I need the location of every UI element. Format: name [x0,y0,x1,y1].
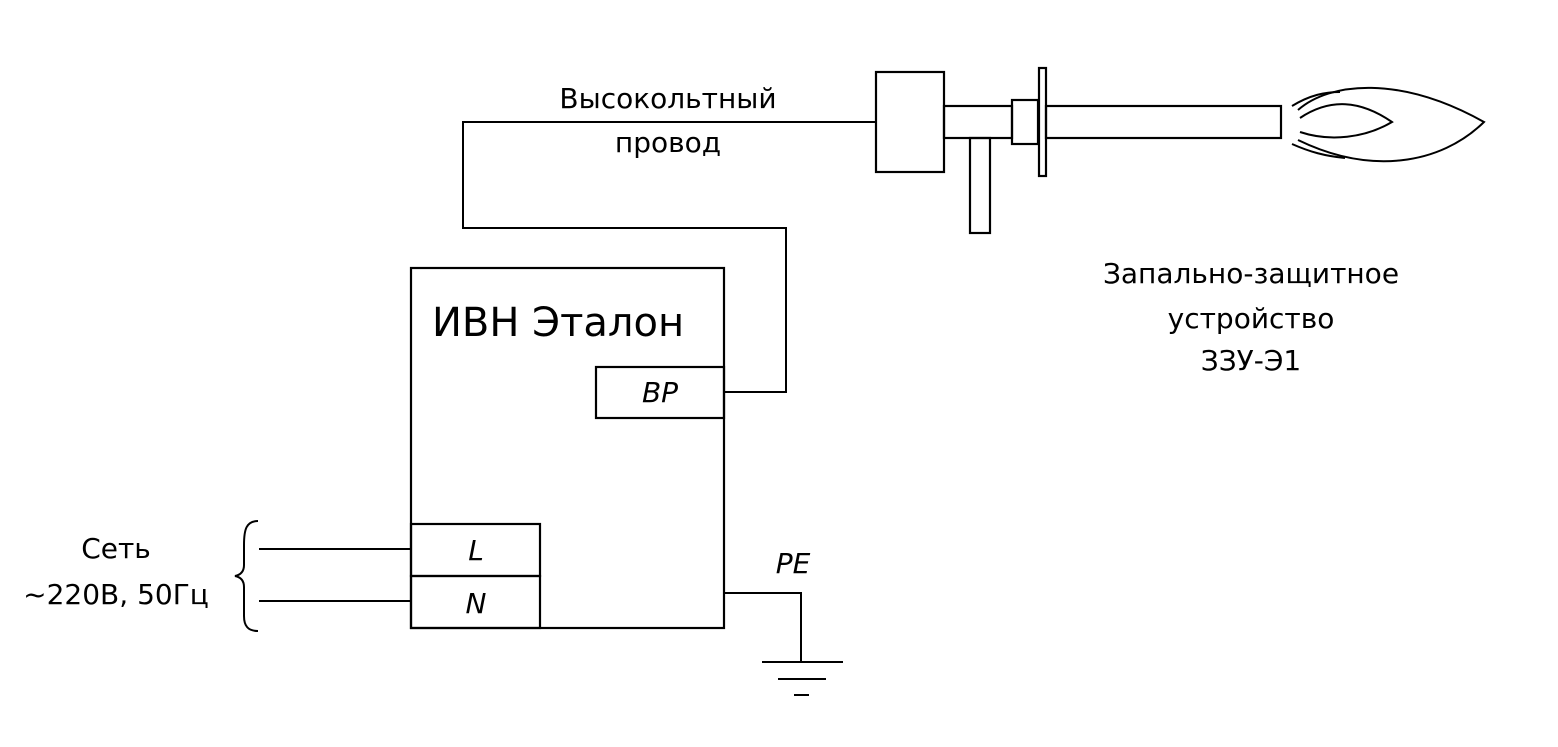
ground-label: PE [776,547,811,580]
igniter-neck [942,104,1014,140]
ground-wire [724,592,802,662]
terminal-bp-label: ВР [642,376,678,409]
mains-label-line2: ~220В, 50Гц [23,578,209,611]
wire-label-line2: провод [615,126,721,159]
igniter-gas-inlet [968,136,992,235]
igniter-connector-box [874,70,946,174]
mains-brace-icon [234,520,259,632]
ignition-device-label-line1: Запально-защитное [1103,257,1399,290]
igniter-tube [1044,104,1283,140]
mains-supply: Сеть ~220В, 50Гц [23,520,411,632]
terminal-n-label: N [466,587,487,620]
device-body [409,266,726,630]
wire-label-line1: Высокольтный [559,82,776,115]
high-voltage-wire [462,121,876,393]
ivn-etalon-unit: ИВН Эталон ВР L N [409,266,726,630]
igniter-assembly [874,66,1283,235]
flame-icon [1291,86,1486,163]
ignition-device-label-line3: ЗЗУ-Э1 [1201,344,1301,377]
ignition-device-label-line2: устройство [1168,302,1335,335]
ground: PE [724,547,843,696]
terminal-l-label: L [468,534,484,567]
device-title: ИВН Эталон [432,300,684,346]
mains-label-line1: Сеть [81,532,151,565]
igniter-coupling [1010,98,1040,146]
